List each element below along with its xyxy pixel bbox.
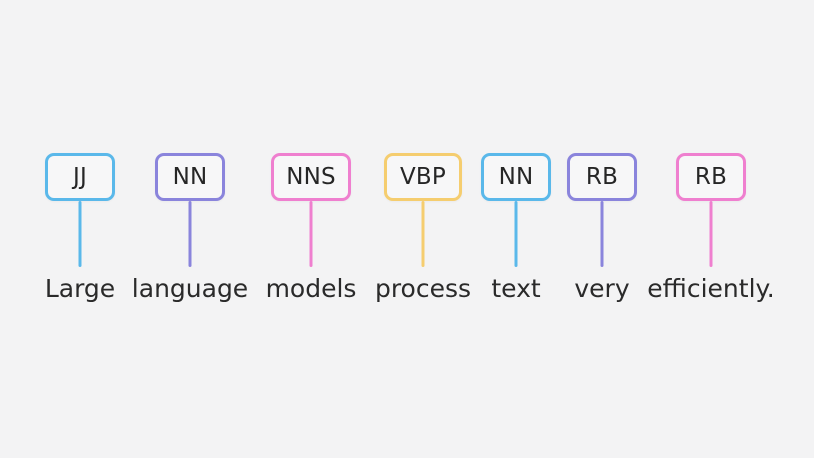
tag-connector — [309, 201, 313, 267]
tag-connector — [78, 201, 82, 267]
pos-tag-vbp: VBP — [384, 153, 462, 201]
word-models: models — [265, 274, 357, 303]
word-language: language — [131, 274, 249, 303]
word-large: Large — [44, 274, 116, 303]
word-process: process — [374, 274, 472, 303]
tag-connector — [188, 201, 192, 267]
tag-connector — [421, 201, 425, 267]
word-text: text — [491, 274, 541, 303]
pos-tag-nns: NNS — [271, 153, 351, 201]
pos-tag-nn: NN — [155, 153, 225, 201]
pos-tag-rb: RB — [567, 153, 637, 201]
pos-tag-rb: RB — [676, 153, 746, 201]
tag-connector — [709, 201, 713, 267]
pos-tag-nn: NN — [481, 153, 551, 201]
tag-connector — [600, 201, 604, 267]
tag-connector — [514, 201, 518, 267]
word-very: very — [574, 274, 630, 303]
word-efficiently: efficiently. — [647, 274, 775, 303]
pos-tag-jj: JJ — [45, 153, 115, 201]
